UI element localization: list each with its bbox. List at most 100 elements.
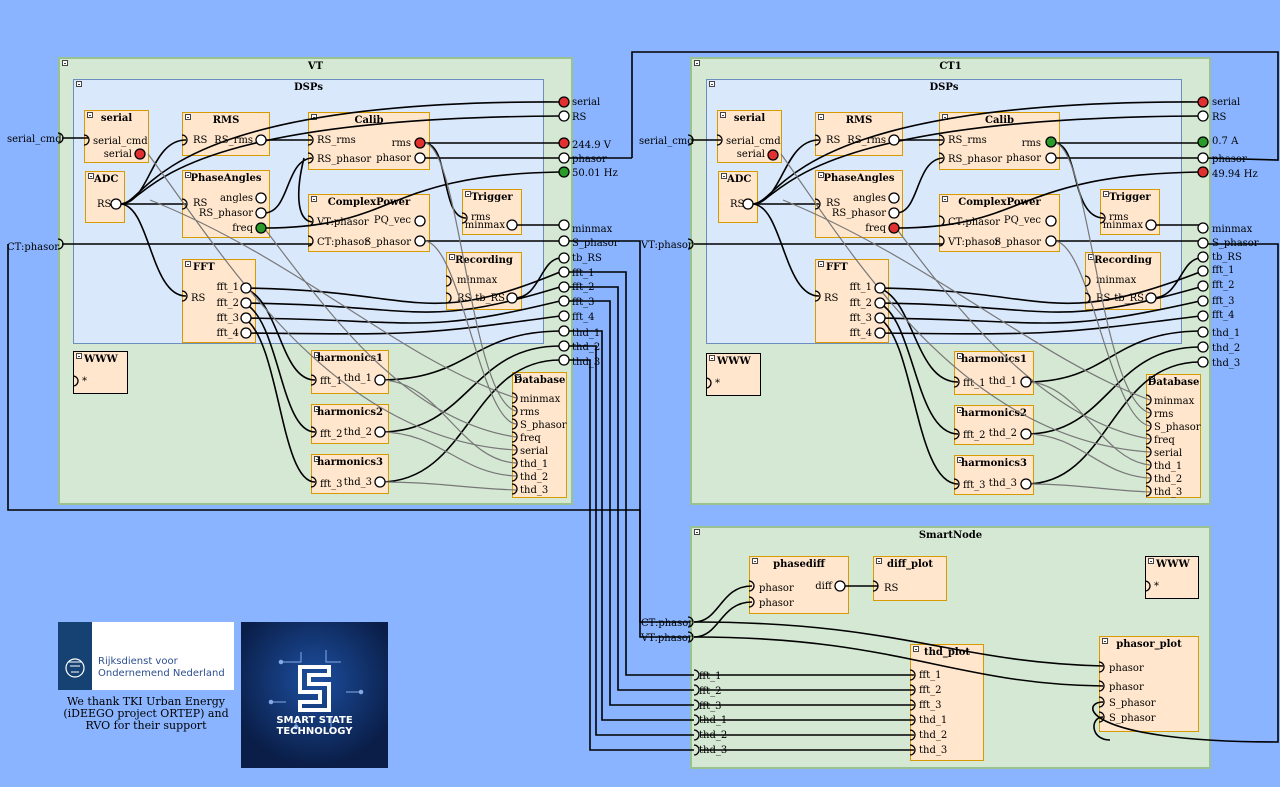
vt-adc-node[interactable]: ADC RS — [85, 171, 125, 223]
collapse-icon[interactable] — [88, 173, 94, 179]
node-title: FFT — [826, 262, 848, 273]
port-label: RS_rms — [948, 135, 987, 146]
ct1-phaseangles-node[interactable]: PhaseAngles RS angles RS_phasor freq — [815, 170, 903, 238]
vt-out-thd-1[interactable]: thd_1 — [572, 328, 601, 339]
ct1-serial-cmd-input[interactable]: serial_cmd — [639, 136, 694, 147]
ct1-out-rms-value[interactable]: 0.7 A — [1212, 136, 1239, 147]
vt-out-minmax[interactable]: minmax — [572, 224, 613, 235]
smartnode-in-thd-3[interactable]: thd_3 — [699, 745, 728, 756]
vt-database-node[interactable]: Database minmax rms S_phasor freq serial… — [512, 372, 567, 498]
collapse-icon[interactable] — [721, 173, 727, 179]
ct1-complexpower-node[interactable]: ComplexPower CT:phasor VT:phasor PQ_vec … — [939, 194, 1060, 252]
ct1-out-thd-3[interactable]: thd_3 — [1212, 358, 1241, 369]
vt-complexpower-node[interactable]: ComplexPower VT:phasor CT:phasor PQ_vec … — [308, 194, 430, 252]
port-label: serial — [1154, 448, 1183, 459]
ct1-harmonics3-node[interactable]: harmonics3 fft_3 thd_3 — [954, 455, 1034, 495]
node-title: diff_plot — [886, 559, 934, 570]
collapse-icon[interactable] — [709, 355, 715, 361]
vt-serial-node[interactable]: serial serial_cmd serial — [84, 110, 149, 163]
smartnode-in-fft-3[interactable]: fft_3 — [699, 701, 722, 712]
vt-out-thd-3[interactable]: thd_3 — [572, 357, 601, 368]
collapse-icon[interactable] — [752, 558, 758, 564]
smartnode-in-thd-2[interactable]: thd_2 — [699, 730, 728, 741]
thd-plot-node[interactable]: thd_plot fft_1 fft_2 fft_3 thd_1 thd_2 t… — [910, 644, 984, 761]
vt-rms-node[interactable]: RMS RS RS_rms — [182, 112, 270, 156]
vt-phaseangles-node[interactable]: PhaseAngles RS angles RS_phasor freq — [182, 170, 270, 238]
ct1-vt-phasor-input[interactable]: VT:phasor — [641, 240, 693, 251]
vt-harmonics2-node[interactable]: harmonics2 fft_2 thd_2 — [311, 404, 389, 444]
port-label: minmax — [464, 220, 505, 231]
ct1-fft-node[interactable]: FFT RS fft_1 fft_2 fft_3 fft_4 — [815, 259, 889, 343]
port-label: rms — [520, 407, 540, 418]
ct1-out-s-phasor[interactable]: S_phasor — [1212, 238, 1259, 249]
phasor-plot-node[interactable]: phasor_plot phasor phasor S_phasor S_pha… — [1099, 636, 1199, 732]
collapse-icon[interactable] — [876, 558, 882, 564]
ct1-out-freq-value[interactable]: 49.94 Hz — [1212, 169, 1258, 180]
ct1-out-fft-4[interactable]: fft_4 — [1212, 310, 1235, 321]
vt-out-fft-4[interactable]: fft_4 — [572, 312, 595, 323]
ct1-www-node[interactable]: WWW * — [706, 353, 761, 396]
diff-plot-node[interactable]: diff_plot RS — [873, 556, 947, 601]
vt-out-rs[interactable]: RS — [572, 112, 587, 123]
ct1-out-serial[interactable]: serial — [1212, 97, 1241, 108]
phasediff-node[interactable]: phasediff phasor phasor diff — [749, 556, 849, 614]
collapse-icon[interactable] — [62, 60, 68, 66]
ct1-out-fft-2[interactable]: fft_2 — [1212, 280, 1235, 291]
vt-www-node[interactable]: WWW * — [73, 351, 128, 394]
ct1-trigger-node[interactable]: Trigger rms minmax — [1100, 189, 1160, 235]
vt-calib-node[interactable]: Calib RS_rms RS_phasor rms phasor — [308, 112, 430, 170]
port-label: serial_cmd — [726, 136, 781, 147]
smartnode-in-fft-2[interactable]: fft_2 — [699, 686, 722, 697]
vt-trigger-node[interactable]: Trigger rms minmax — [462, 189, 522, 235]
vt-out-thd-2[interactable]: thd_2 — [572, 342, 601, 353]
vt-out-s-phasor[interactable]: S_phasor — [572, 238, 619, 249]
collapse-icon[interactable] — [76, 353, 82, 359]
ct1-out-fft-1[interactable]: fft_1 — [1212, 265, 1235, 276]
vt-out-serial[interactable]: serial — [572, 97, 601, 108]
ct1-calib-node[interactable]: Calib RS_rms RS_phasor rms phasor — [939, 112, 1060, 170]
ct1-serial-node[interactable]: serial serial_cmd serial — [717, 110, 782, 163]
ct1-adc-node[interactable]: ADC RS — [718, 171, 758, 223]
collapse-icon[interactable] — [694, 529, 700, 535]
smartnode-in-ct-phasor[interactable]: CT:phasor — [641, 618, 694, 629]
collapse-icon[interactable] — [87, 112, 93, 118]
vt-ct-phasor-input[interactable]: CT:phasor — [7, 242, 60, 253]
vt-out-fft-2[interactable]: fft_2 — [572, 282, 595, 293]
ct1-out-thd-1[interactable]: thd_1 — [1212, 328, 1241, 339]
ct1-out-thd-2[interactable]: thd_2 — [1212, 343, 1241, 354]
smartnode-in-vt-phasor[interactable]: VT:phasor — [641, 633, 693, 644]
vt-recording-node[interactable]: Recording minmax RS tb_RS — [446, 252, 522, 310]
ct1-database-node[interactable]: Database minmax rms S_phasor freq serial… — [1146, 374, 1201, 498]
vt-out-tb-rs[interactable]: tb_RS — [572, 253, 602, 264]
vt-serial-cmd-input[interactable]: serial_cmd — [7, 134, 62, 145]
ct1-harmonics2-node[interactable]: harmonics2 fft_2 thd_2 — [954, 405, 1034, 445]
collapse-icon[interactable] — [1148, 558, 1154, 564]
vt-harmonics3-node[interactable]: harmonics3 fft_3 thd_3 — [311, 454, 389, 494]
smartnode-in-thd-1[interactable]: thd_1 — [699, 715, 728, 726]
ct1-rms-node[interactable]: RMS RS RS_rms — [815, 112, 903, 156]
port-label: thd_1 — [1154, 461, 1183, 472]
node-title: ComplexPower — [327, 197, 411, 208]
ct1-out-rs[interactable]: RS — [1212, 112, 1227, 123]
ct1-out-tb-rs[interactable]: tb_RS — [1212, 252, 1242, 263]
vt-harmonics1-node[interactable]: harmonics1 fft_1 thd_1 — [311, 350, 389, 394]
collapse-icon[interactable] — [76, 81, 82, 87]
smartnode-www-node[interactable]: WWW * — [1145, 556, 1199, 599]
node-title: Calib — [354, 115, 384, 126]
smartnode-in-fft-1[interactable]: fft_1 — [699, 671, 722, 682]
vt-out-rms-value[interactable]: 244.9 V — [572, 140, 612, 151]
ct1-out-fft-3[interactable]: fft_3 — [1212, 296, 1235, 307]
vt-out-phasor[interactable]: phasor — [572, 154, 607, 165]
ct1-recording-node[interactable]: Recording minmax RS tb_RS — [1085, 252, 1161, 310]
vt-fft-node[interactable]: FFT RS fft_1 fft_2 fft_3 fft_4 — [182, 259, 256, 343]
node-title: phasediff — [773, 559, 825, 570]
ct1-harmonics1-node[interactable]: harmonics1 fft_1 thd_1 — [954, 351, 1034, 395]
collapse-icon[interactable] — [185, 261, 191, 267]
vt-out-fft-3[interactable]: fft_3 — [572, 297, 595, 308]
vt-out-fft-1[interactable]: fft_1 — [572, 268, 595, 279]
ct1-out-phasor[interactable]: phasor — [1212, 154, 1247, 165]
ct1-out-minmax[interactable]: minmax — [1212, 224, 1253, 235]
vt-out-freq-value[interactable]: 50.01 Hz — [572, 168, 618, 179]
port-label: thd_3 — [988, 478, 1017, 489]
collapse-icon[interactable] — [818, 261, 824, 267]
